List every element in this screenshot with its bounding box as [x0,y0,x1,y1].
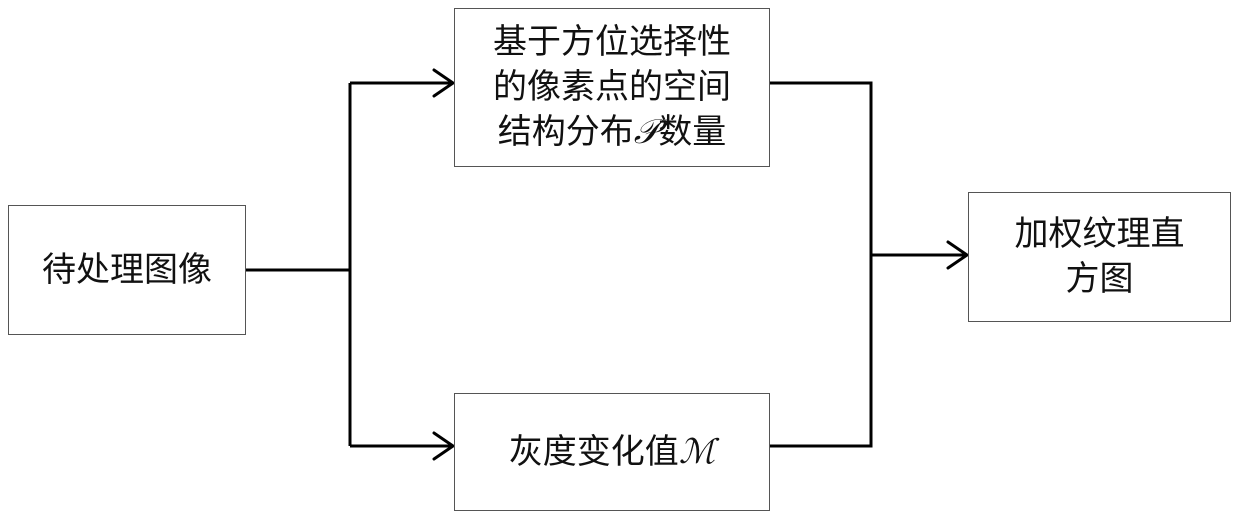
edge-spatial-merge [769,81,873,448]
spatial-node-line-2: 的像素点的空间 [493,67,731,108]
gray-change-node: 灰度变化值ℳ [454,393,770,511]
gray-node-symbol-m: ℳ [678,431,716,472]
spatial-node-symbol-p: 𝒫 [633,111,659,152]
gray-node-label: 灰度变化值ℳ [509,430,715,475]
arrowhead-spatial [432,68,455,98]
spatial-node-line-3-prefix: 结构分布 [497,111,634,152]
output-node: 加权纹理直 方图 [968,192,1231,322]
arrowhead-gray [432,431,455,461]
input-node: 待处理图像 [8,205,246,335]
gray-node-label-prefix: 灰度变化值 [508,431,679,472]
output-node-line-1: 加权纹理直 [1014,214,1185,255]
spatial-node-line-3: 结构分布𝒫数量 [493,110,731,155]
spatial-node-line-3-suffix: 数量 [658,111,727,152]
arrowhead-output [946,240,969,270]
output-node-line-2: 方图 [1065,259,1134,299]
input-node-label: 待处理图像 [42,249,212,290]
spatial-structure-node: 基于方位选择性 的像素点的空间 结构分布𝒫数量 [454,8,770,167]
spatial-node-line-1: 基于方位选择性 [493,22,731,63]
